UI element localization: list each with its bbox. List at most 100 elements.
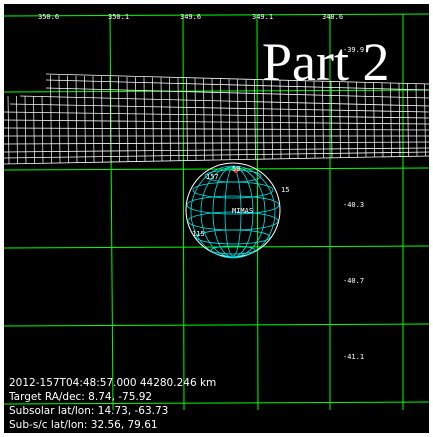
- right-axis-labels: -39.9 -40.3 -40.7 -41.1: [343, 46, 364, 361]
- ring-band-tick: [24, 95, 27, 164]
- body-lat-2: [192, 181, 274, 199]
- top-label-3: 349.6: [180, 13, 201, 21]
- info-sub-spacecraft: Sub-s/c lat/lon: 32.56, 79.61: [9, 419, 158, 431]
- ring-band-tick: [16, 95, 18, 164]
- ring-band-edge-3: [19, 95, 431, 107]
- part-title-overlay: Part 2: [262, 32, 390, 92]
- ring-band-edge-9: [3, 141, 431, 145]
- ring-band-tick: [220, 79, 222, 160]
- ring-band-edge-6: [3, 119, 431, 125]
- ring-band-tick: [118, 76, 120, 162]
- ring-band-tick: [373, 82, 375, 158]
- ring-band-tick: [84, 75, 86, 163]
- ring-band-tick: [356, 82, 358, 158]
- ring-band-tick: [109, 76, 112, 163]
- body-subsolar-marker: [234, 169, 238, 173]
- ring-band-tick: [407, 83, 409, 157]
- ring-band-tick: [381, 82, 384, 157]
- top-label-5: 348.6: [322, 13, 343, 21]
- ring-band-tick: [135, 77, 137, 162]
- body-ring-label-lower-left: 115: [192, 230, 205, 238]
- grid-line-h5: [3, 401, 430, 405]
- ring-band-tick: [271, 80, 273, 159]
- ring-band-tick: [7, 95, 10, 164]
- plot-frame: [3, 3, 430, 434]
- ring-band-tick: [288, 80, 290, 159]
- body-ring-label-left: 157: [206, 173, 219, 181]
- ring-band-tick: [152, 77, 154, 162]
- ring-band-edge-11: [3, 151, 431, 159]
- grid-line-top: [3, 13, 430, 17]
- ring-band-tick: [313, 81, 316, 159]
- info-target-radec: Target RA/dec: 8.74, -75.92: [8, 391, 152, 403]
- ring-band-tick: [169, 77, 171, 161]
- grid-line-v1: [109, 13, 114, 411]
- ring-band-tick: [296, 80, 299, 159]
- ring-band-tick: [101, 76, 103, 163]
- body-longitude-lines: [190, 165, 276, 259]
- body-latitude-lines: [186, 169, 280, 255]
- ring-band-tick: [203, 78, 205, 161]
- top-label-2: 350.1: [108, 13, 129, 21]
- ring-band-tick: [254, 79, 256, 160]
- ring-band-edge-4: [9, 103, 431, 113]
- grid-line-h4: [3, 323, 430, 327]
- ring-band-tick: [347, 82, 350, 158]
- observation-info: 2012-157T04:48:57.000 44280.246 km Targe…: [8, 377, 216, 431]
- ring-band-tick: [279, 80, 282, 159]
- ring-band-tick: [143, 77, 146, 162]
- body-lon-1: [224, 167, 242, 257]
- ring-band-tick: [322, 81, 324, 159]
- ring-band-tick: [245, 79, 248, 160]
- ring-band-edge-10: [3, 147, 431, 153]
- ring-band-tick: [305, 81, 307, 159]
- ring-band-tick: [339, 81, 341, 158]
- ring-band-edge-5: [3, 111, 431, 119]
- ring-band-tick: [177, 78, 180, 161]
- body-lon-4: [190, 165, 276, 259]
- ring-band-tick: [186, 78, 188, 161]
- ring-band-tick: [50, 75, 52, 164]
- info-subsolar: Subsolar lat/lon: 14.73, -63.73: [9, 405, 168, 417]
- ring-band-tick: [194, 78, 197, 161]
- ring-band-tick: [75, 75, 78, 163]
- right-label-1: -39.9: [343, 46, 364, 54]
- right-label-2: -40.3: [343, 201, 364, 209]
- body-lat-3: [186, 195, 280, 215]
- ring-band-tick: [237, 79, 239, 160]
- ring-band-tick: [390, 83, 392, 157]
- ring-band-edge-top: [45, 73, 431, 85]
- ring-band-ticks: [7, 75, 426, 164]
- top-axis-labels: 350.6 350.1 349.6 349.1 348.6: [38, 13, 343, 21]
- ring-band-tick: [33, 95, 35, 164]
- top-label-4: 349.1: [252, 13, 273, 21]
- grid-line-v2: [182, 13, 185, 411]
- ring-band-tick: [398, 83, 401, 157]
- grid-line-h1: [3, 89, 430, 93]
- body-ring-label-right: 15: [281, 186, 289, 194]
- body-ring-label-top: 50: [232, 165, 240, 173]
- ring-band-tick: [92, 76, 95, 163]
- ring-band-tick: [330, 81, 333, 158]
- ring-band-tick: [228, 79, 231, 160]
- ring-band-tick: [262, 80, 265, 160]
- grid-lines-vertical: [109, 13, 404, 411]
- ring-band-tick: [364, 82, 367, 158]
- body-lat-5: [195, 229, 271, 245]
- right-label-4: -41.1: [343, 353, 364, 361]
- info-time-range: 2012-157T04:48:57.000 44280.246 km: [9, 377, 216, 389]
- body-lon-3: [200, 166, 266, 258]
- right-label-3: -40.7: [343, 277, 364, 285]
- target-body: MIMAS 157 50 15 115: [185, 162, 289, 259]
- ring-band-tick: [211, 78, 214, 161]
- grid-line-v3: [256, 13, 259, 411]
- body-name-label: MIMAS: [232, 207, 253, 215]
- ring-band-tick: [67, 75, 69, 163]
- body-lat-6: [210, 245, 256, 255]
- ring-band-edge-7: [3, 127, 431, 131]
- top-label-1: 350.6: [38, 13, 59, 21]
- ring-band-tick: [160, 77, 163, 162]
- ring-band-tick: [58, 75, 61, 163]
